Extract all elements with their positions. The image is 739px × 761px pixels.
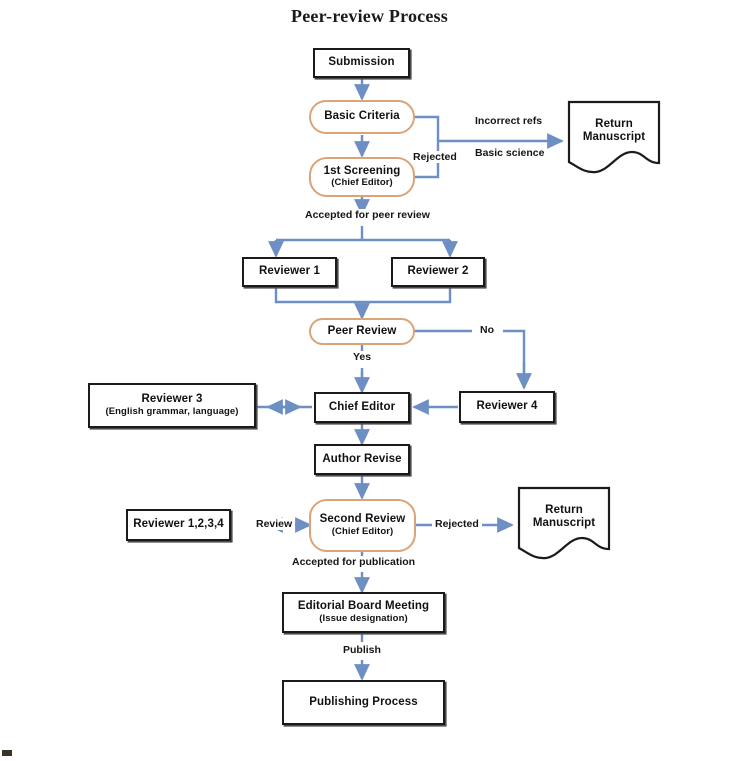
edge-label-accepted-publication: Accepted for publication: [289, 556, 419, 568]
node-reviewer-1[interactable]: Reviewer 1: [242, 257, 337, 287]
node-publishing[interactable]: Publishing Process: [282, 680, 445, 725]
node-label: Peer Review: [327, 324, 397, 337]
node-submission[interactable]: Submission: [313, 48, 410, 78]
node-label: Editorial Board Meeting: [297, 600, 430, 613]
node-sublabel: (English grammar, language): [105, 405, 239, 417]
node-author-revise[interactable]: Author Revise: [314, 444, 410, 475]
node-sublabel: (Chief Editor): [331, 177, 393, 189]
edge-label-no: No: [477, 324, 497, 336]
node-return-manuscript-top[interactable]: Return Manuscript: [569, 102, 659, 160]
node-label: 1st Screening: [323, 164, 401, 177]
node-label: Return: [545, 503, 583, 516]
node-label: Chief Editor: [328, 400, 396, 413]
edge-label-rejected-top: Rejected: [410, 151, 460, 163]
node-return-manuscript-bottom[interactable]: Return Manuscript: [519, 488, 609, 546]
node-label: Second Review: [319, 513, 406, 526]
node-second-review[interactable]: Second Review (Chief Editor): [309, 499, 416, 552]
node-label: Reviewer 1: [258, 265, 321, 278]
node-label: Reviewer 3: [141, 393, 203, 406]
node-label: Reviewer 1,2,3,4: [133, 518, 224, 531]
corner-artifact: [2, 750, 12, 756]
node-first-screening[interactable]: 1st Screening (Chief Editor): [309, 157, 415, 197]
edge-label-publish: Publish: [340, 644, 384, 656]
node-chief-editor[interactable]: Chief Editor: [314, 392, 410, 423]
edge-label-yes: Yes: [350, 351, 375, 363]
node-label: Author Revise: [322, 452, 402, 465]
node-basic-criteria[interactable]: Basic Criteria: [309, 100, 415, 134]
node-sublabel: Manuscript: [582, 131, 646, 143]
node-label: Submission: [328, 56, 395, 69]
node-reviewer-2[interactable]: Reviewer 2: [391, 257, 485, 287]
node-label: Reviewer 4: [476, 400, 538, 413]
edge-label-incorrect-refs: Incorrect refs: [472, 115, 546, 127]
node-reviewer-3[interactable]: Reviewer 3 (English grammar, language): [88, 383, 256, 428]
node-reviewer-4[interactable]: Reviewer 4: [459, 391, 555, 423]
edge-label-review: Review: [253, 518, 296, 530]
node-sublabel: (Chief Editor): [331, 525, 394, 537]
edge-label-accepted-peer-review: Accepted for peer review: [302, 209, 433, 221]
node-label: Publishing Process: [309, 695, 418, 708]
node-sublabel: (Issue designation): [319, 612, 408, 624]
node-peer-review[interactable]: Peer Review: [309, 318, 415, 345]
edge-label-rejected-second: Rejected: [432, 518, 482, 530]
node-reviewer-1234[interactable]: Reviewer 1,2,3,4: [126, 509, 231, 541]
node-editorial-board[interactable]: Editorial Board Meeting (Issue designati…: [282, 592, 445, 633]
page-title: Peer-review Process: [291, 6, 448, 26]
node-label: Reviewer 2: [407, 265, 469, 278]
edge-label-basic-science: Basic science: [472, 147, 548, 159]
node-label: Return: [595, 117, 633, 130]
node-label: Basic Criteria: [324, 110, 400, 123]
node-sublabel: Manuscript: [532, 517, 596, 529]
